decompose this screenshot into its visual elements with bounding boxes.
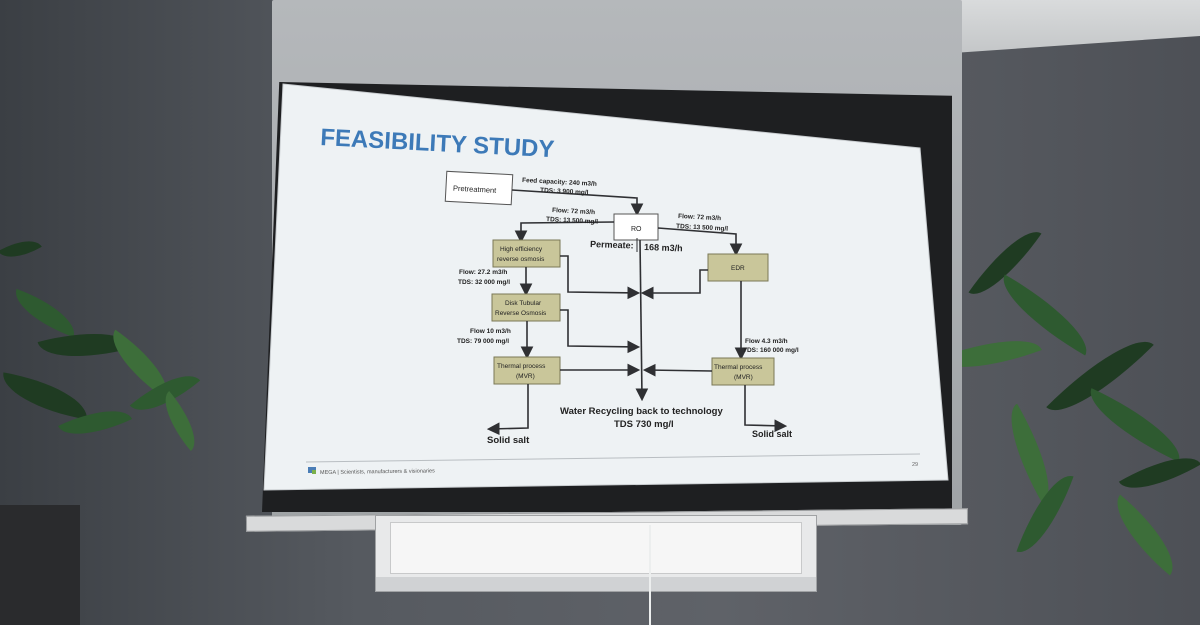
pull-cord bbox=[649, 525, 651, 625]
permeate-label: Permeate: bbox=[590, 239, 634, 251]
dtro-label-1: Disk Tubular bbox=[505, 300, 542, 307]
dtro-box bbox=[491, 293, 561, 322]
footer-text: MEGA | Scientists, manufacturers & visio… bbox=[320, 468, 435, 476]
thermal-right-label-2: (MVR) bbox=[734, 374, 753, 381]
tds-right-label: TDS: 13 500 mg/l bbox=[676, 223, 729, 233]
tds-32-label: TDS: 32 000 mg/l bbox=[458, 279, 510, 286]
recycling-label-2: TDS 730 mg/l bbox=[614, 419, 674, 430]
feed-capacity-label: Feed capacity: 240 m3/h bbox=[522, 177, 597, 188]
flow-left-label: Flow: 72 m3/h bbox=[552, 207, 595, 216]
thermal-right-box bbox=[711, 357, 775, 386]
tds-79-label: TDS: 79 000 mg/l bbox=[457, 338, 509, 345]
hero-permeate-line bbox=[560, 255, 641, 300]
ro-to-edr-line bbox=[657, 227, 743, 257]
footer-rule bbox=[305, 453, 921, 463]
tds-left-label: TDS: 13 500 mg/l bbox=[546, 216, 599, 226]
dtro-permeate-line bbox=[560, 309, 641, 354]
edr-label: EDR bbox=[731, 265, 745, 272]
feed-arrow bbox=[511, 189, 644, 217]
permeate-value: 168 m3/h bbox=[644, 242, 683, 253]
window-pane bbox=[390, 522, 802, 574]
flow-43-label: Flow 4.3 m3/h bbox=[745, 338, 788, 345]
solid-salt-left-label: Solid salt bbox=[487, 435, 530, 446]
flow-10-label: Flow 10 m3/h bbox=[470, 328, 511, 335]
wall-window bbox=[375, 515, 817, 592]
thermal-right-label-1: Thermal process bbox=[714, 364, 763, 371]
thermal-right-to-center bbox=[642, 363, 713, 377]
hero-label-1: High efficiency bbox=[500, 246, 543, 253]
dtro-label-2: Reverse Osmosis bbox=[495, 310, 547, 317]
hero-label-2: reverse osmosis bbox=[497, 256, 545, 263]
page-number: 29 bbox=[912, 462, 918, 468]
window-sill bbox=[376, 577, 816, 591]
thermal-left-box bbox=[493, 356, 561, 385]
recycling-label-1: Water Recycling back to technology bbox=[560, 406, 723, 417]
edr-permeate-line bbox=[640, 269, 708, 300]
dark-cabinet bbox=[0, 505, 80, 625]
pretreatment-box bbox=[444, 170, 514, 206]
solid-salt-left-arrow bbox=[486, 384, 529, 436]
feed-tds-label: TDS: 3 900 mg/l bbox=[540, 187, 589, 197]
ro-box bbox=[613, 213, 659, 241]
ro-to-hero-line bbox=[514, 221, 615, 244]
tds-160-label: TDS: 160 000 mg/l bbox=[743, 347, 799, 354]
slide-background bbox=[264, 84, 948, 490]
solid-salt-right-arrow bbox=[744, 385, 788, 433]
solid-salt-right-label: Solid salt bbox=[752, 429, 792, 439]
pretreatment-label: Pretreatment bbox=[453, 184, 498, 195]
permeate-main-line bbox=[635, 239, 649, 402]
ro-label: RO bbox=[631, 226, 642, 233]
thermal-left-label-2: (MVR) bbox=[516, 373, 535, 380]
edr-box bbox=[707, 253, 769, 282]
flow-27-label: Flow: 27.2 m3/h bbox=[459, 269, 507, 276]
hero-box bbox=[492, 239, 561, 268]
thermal-left-label-1: Thermal process bbox=[497, 363, 546, 370]
flow-right-label: Flow: 72 m3/h bbox=[678, 213, 721, 222]
